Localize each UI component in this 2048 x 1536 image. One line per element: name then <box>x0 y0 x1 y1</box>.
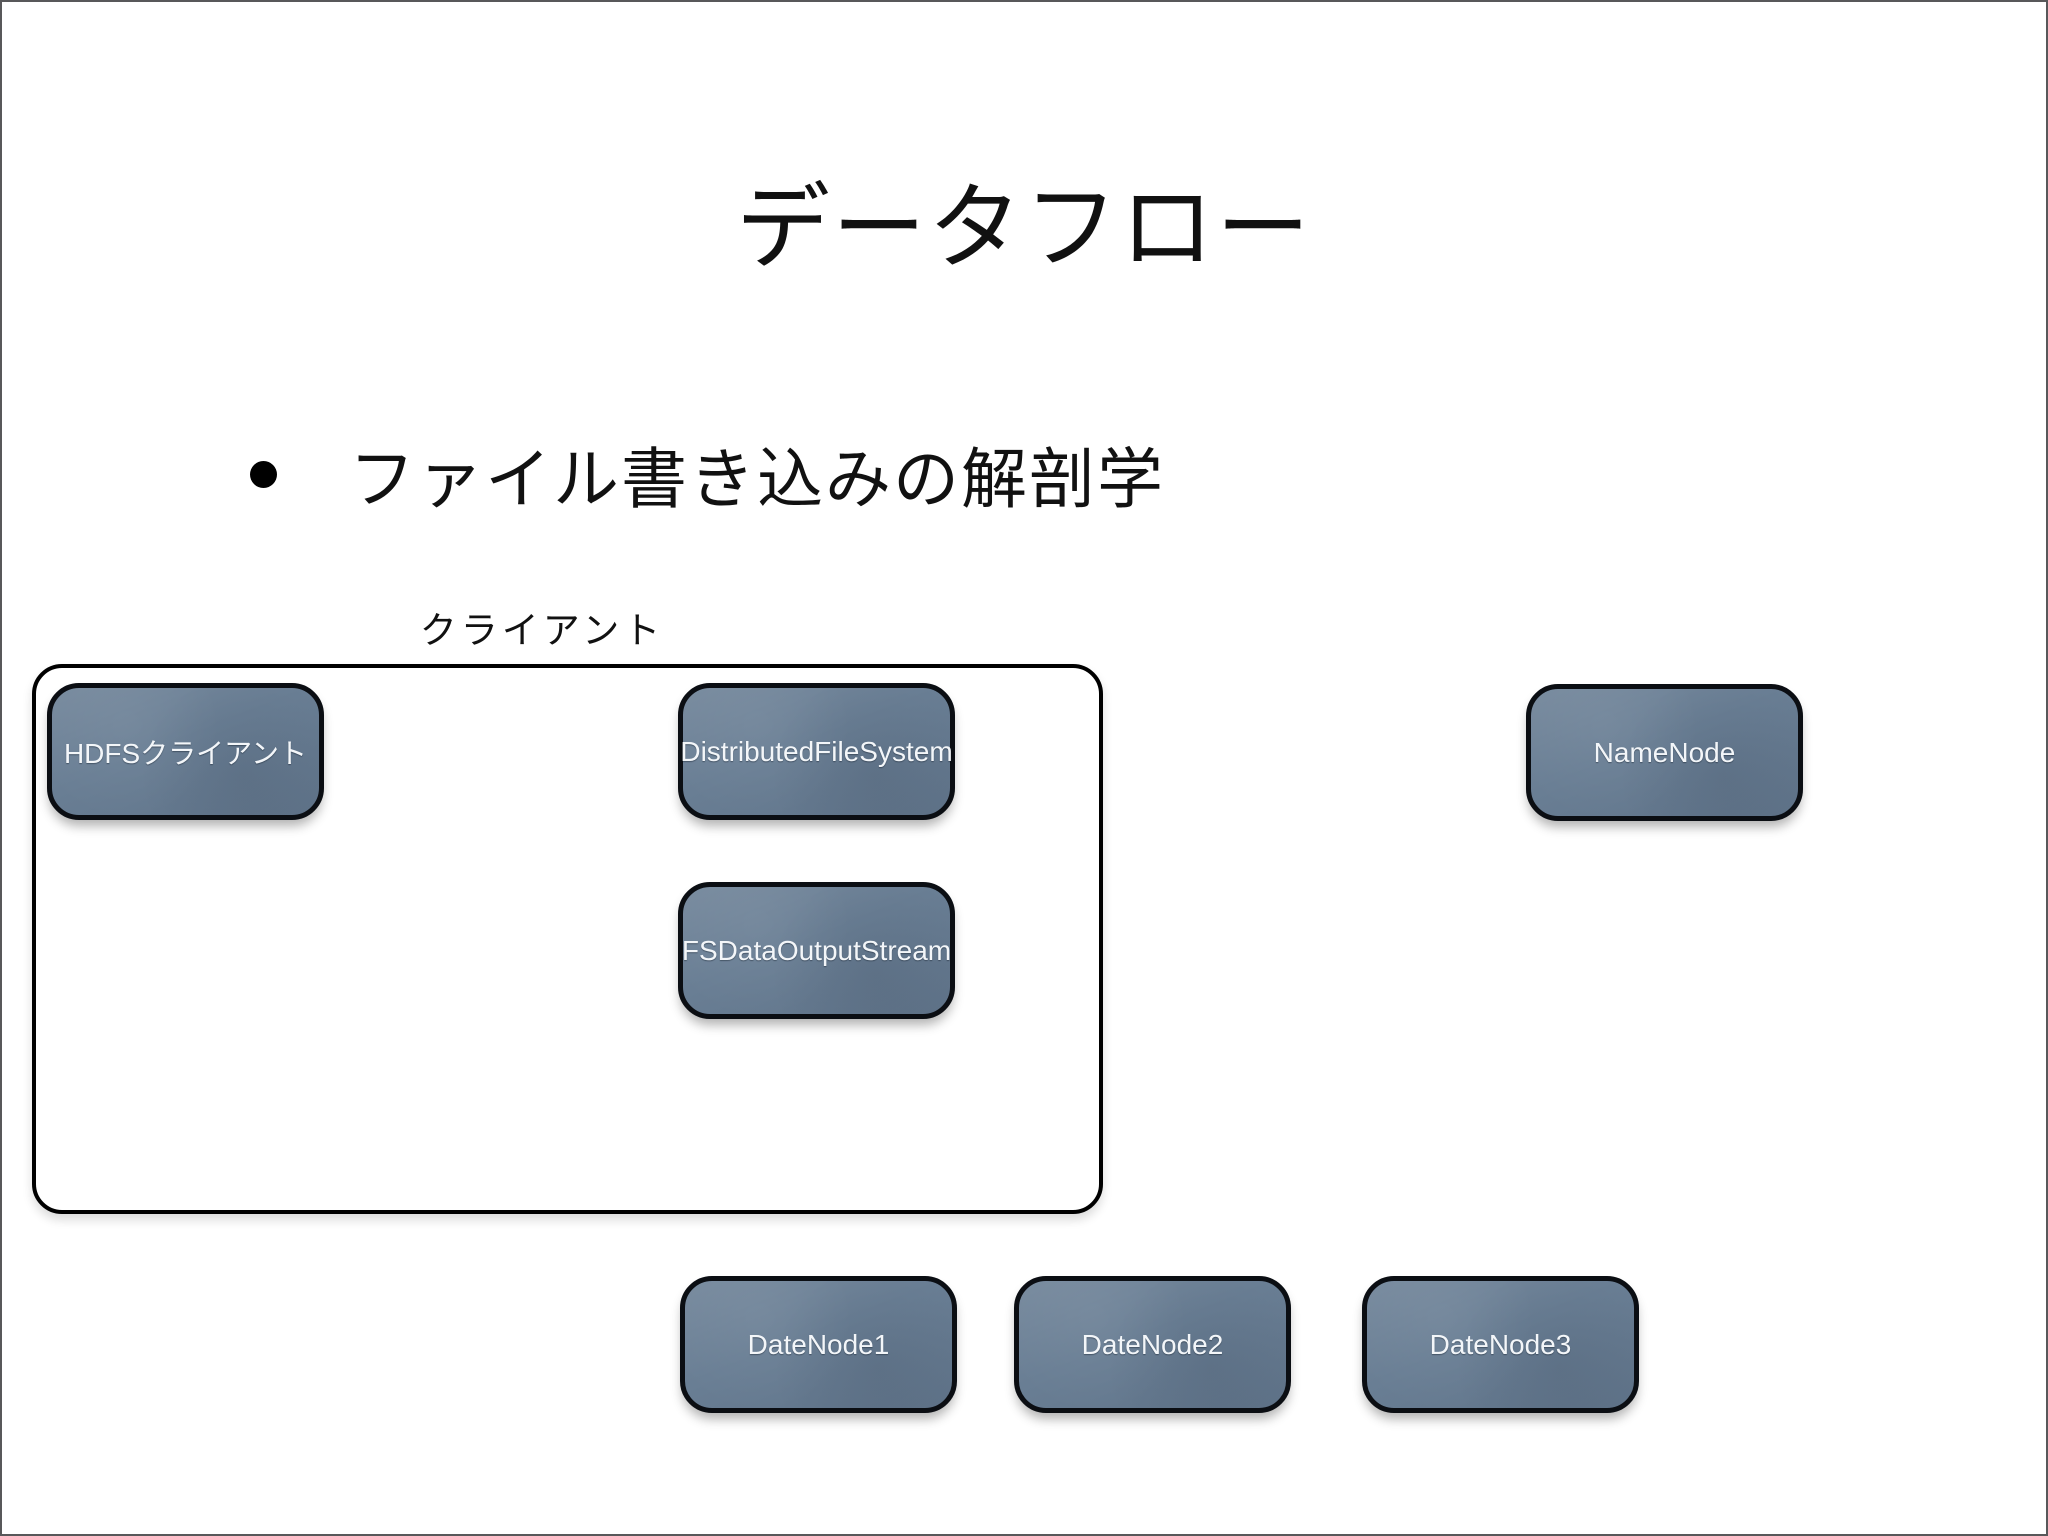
node-date-node-3: DateNode3 <box>1362 1276 1639 1413</box>
node-hdfs-client: HDFSクライアント <box>47 683 324 820</box>
client-group-label: クライアント <box>419 610 665 651</box>
node-distributed-file-system: DistributedFileSystem <box>678 683 955 820</box>
slide-title: データフロー <box>735 175 1312 280</box>
node-date-node-1: DateNode1 <box>680 1276 957 1413</box>
bullet-text: ファイル書き込みの解剖学 <box>349 442 1165 516</box>
node-name-node: NameNode <box>1526 684 1803 821</box>
bullet-icon <box>250 460 277 488</box>
bullet-item: ファイル書き込みの解剖学 <box>250 426 1165 522</box>
node-fs-data-output-stream: FSDataOutputStream <box>678 882 955 1019</box>
node-date-node-2: DateNode2 <box>1014 1276 1291 1413</box>
